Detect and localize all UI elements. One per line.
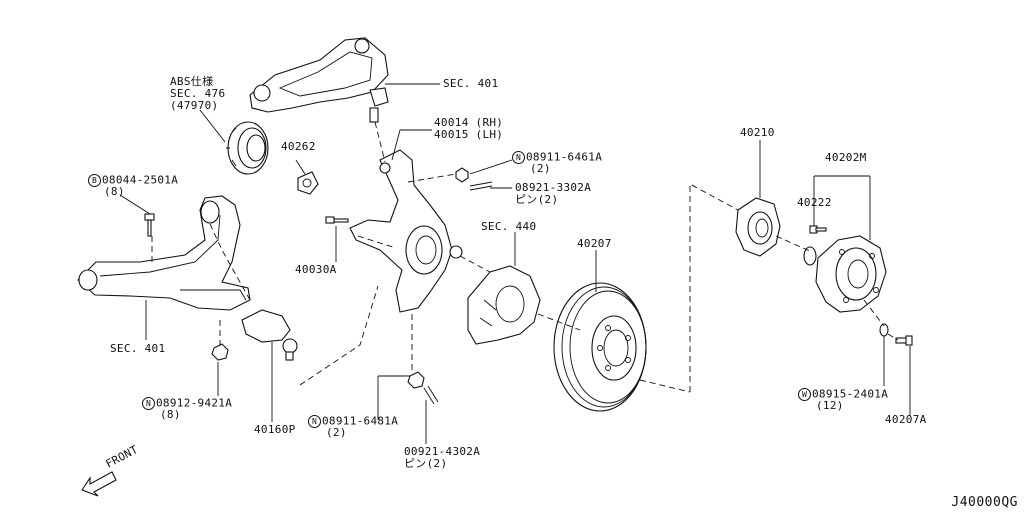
- nut-symbol-icon: N: [308, 415, 321, 428]
- label-pin-00921-qty: ピン(2): [404, 457, 448, 470]
- nut-symbol-icon: N: [512, 151, 525, 164]
- label-40222: 40222: [797, 196, 832, 209]
- nut-symbol-icon: N: [142, 397, 155, 410]
- assembly-lines: [151, 121, 899, 393]
- washer-symbol-icon: W: [798, 388, 811, 401]
- label-abs-note: ABS仕様: [170, 75, 214, 88]
- nut-08912: [211, 343, 229, 361]
- label-40160p: 40160P: [254, 423, 296, 436]
- nut-08911-6461: [455, 167, 469, 183]
- label-40207a: 40207A: [885, 413, 927, 426]
- dust-cover: [467, 265, 541, 345]
- hub-bearing: [735, 197, 781, 257]
- label-sec-401-top: SEC. 401: [443, 77, 499, 90]
- label-washer-08915-qty: (12): [816, 399, 844, 412]
- nut-08911-6481: [407, 371, 425, 389]
- abs-sensor-rotor: [226, 121, 269, 175]
- bolt-symbol-icon: B: [88, 174, 101, 187]
- label-40262: 40262: [281, 140, 316, 153]
- bolt-08044: [144, 213, 155, 237]
- nut-40262: [297, 171, 319, 195]
- lower-ball-joint: [241, 309, 298, 361]
- label-nut-08911-6481-qty: (2): [326, 426, 347, 439]
- diagram-code: J40000QG: [951, 495, 1018, 510]
- label-bolt-08044-qty: (8): [104, 185, 125, 198]
- brake-disc-rotor: [553, 282, 647, 412]
- label-sec-401-left: SEC. 401: [110, 342, 166, 355]
- label-nut-08911-6461-qty: (2): [530, 162, 551, 175]
- hub-bolt-40222: [809, 225, 827, 234]
- label-sec-476: SEC. 476: [170, 87, 226, 100]
- cotter-pin-00921: [423, 385, 439, 405]
- label-40030a: 40030A: [295, 263, 337, 276]
- upper-ball-joint: [369, 107, 379, 123]
- label-pin-08921-qty: ピン(2): [515, 193, 559, 206]
- steering-knuckle: [349, 149, 463, 313]
- label-40014: 40014 (RH): [434, 116, 504, 129]
- label-40210: 40210: [740, 126, 775, 139]
- label-40015: 40015 (LH): [434, 128, 504, 141]
- label-47970: (47970): [170, 99, 219, 112]
- cotter-pin-08921: [469, 181, 493, 191]
- wheel-hub: [803, 235, 887, 313]
- label-nut-08912-qty: (8): [160, 408, 181, 421]
- label-pin-00921: 00921-4302A: [404, 445, 481, 458]
- label-40202m: 40202M: [825, 151, 867, 164]
- label-pin-08921: 08921-3302A: [515, 181, 592, 194]
- label-40207: 40207: [577, 237, 612, 250]
- bolt-40207a: [895, 335, 913, 346]
- upper-control-arm: [249, 37, 389, 113]
- bolt-40030a: [325, 216, 349, 224]
- front-arrow-icon: [81, 471, 117, 497]
- leader-lines: [119, 83, 911, 444]
- lower-control-arm: [77, 195, 251, 311]
- label-sec-440: SEC. 440: [481, 220, 537, 233]
